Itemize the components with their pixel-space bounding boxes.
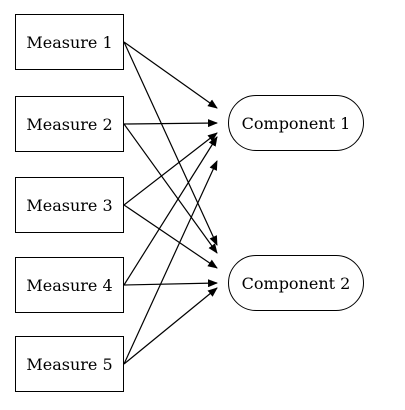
edge-m1-to-c2 (123, 41, 218, 246)
edge-m5-to-c2 (123, 287, 218, 365)
edge-m1-to-c1 (123, 41, 218, 109)
measure-2-label: Measure 2 (26, 114, 113, 134)
measure-4-node: Measure 4 (15, 257, 124, 313)
edge-m3-to-c2 (123, 204, 218, 269)
measure-4-label: Measure 4 (26, 275, 113, 295)
edge-m5-to-c1 (123, 160, 218, 365)
measure-3-node: Measure 3 (15, 177, 124, 233)
measure-5-node: Measure 5 (15, 336, 124, 392)
component-1-node: Component 1 (228, 95, 364, 151)
measure-3-label: Measure 3 (26, 195, 113, 215)
component-2-label: Component 2 (241, 273, 351, 293)
edge-m2-to-c1 (123, 119, 218, 128)
edge-m4-to-c1 (123, 136, 218, 286)
component-2-node: Component 2 (228, 255, 364, 311)
component-1-label: Component 1 (241, 113, 351, 133)
measure-2-node: Measure 2 (15, 96, 124, 152)
measure-1-node: Measure 1 (15, 14, 124, 70)
measure-1-label: Measure 1 (26, 32, 113, 52)
edge-m3-to-c1 (123, 132, 218, 206)
edge-m4-to-c2 (123, 279, 218, 288)
edge-m2-to-c2 (123, 123, 218, 254)
measure-5-label: Measure 5 (26, 354, 113, 374)
